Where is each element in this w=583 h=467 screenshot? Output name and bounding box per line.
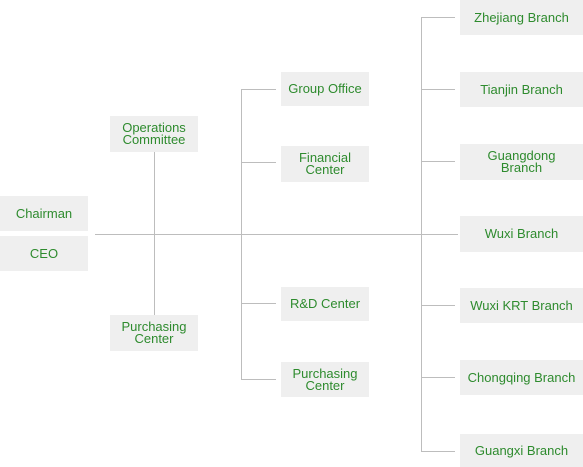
wuxi-krt-branch-box: Wuxi KRT Branch [460, 288, 583, 323]
left-purchasing-center-box: Purchasing Center [110, 315, 198, 351]
financial-center-box: Financial Center [281, 146, 369, 182]
guangdong-branch-box: Guangdong Branch [460, 144, 583, 180]
zhejiang-branch-box: Zhejiang Branch [460, 0, 583, 35]
tianjin-branch-box: Tianjin Branch [460, 72, 583, 107]
chongqing-branch-box: Chongqing Branch [460, 360, 583, 395]
chairman-box: Chairman [0, 196, 88, 231]
group-office-box: Group Office [281, 72, 369, 106]
ceo-box: CEO [0, 236, 88, 271]
operations-committee-box: Operations Committee [110, 116, 198, 152]
rd-center-box: R&D Center [281, 287, 369, 321]
wuxi-branch-box: Wuxi Branch [460, 216, 583, 252]
middle-purchasing-center-box: Purchasing Center [281, 362, 369, 397]
guangxi-branch-box: Guangxi Branch [460, 434, 583, 467]
